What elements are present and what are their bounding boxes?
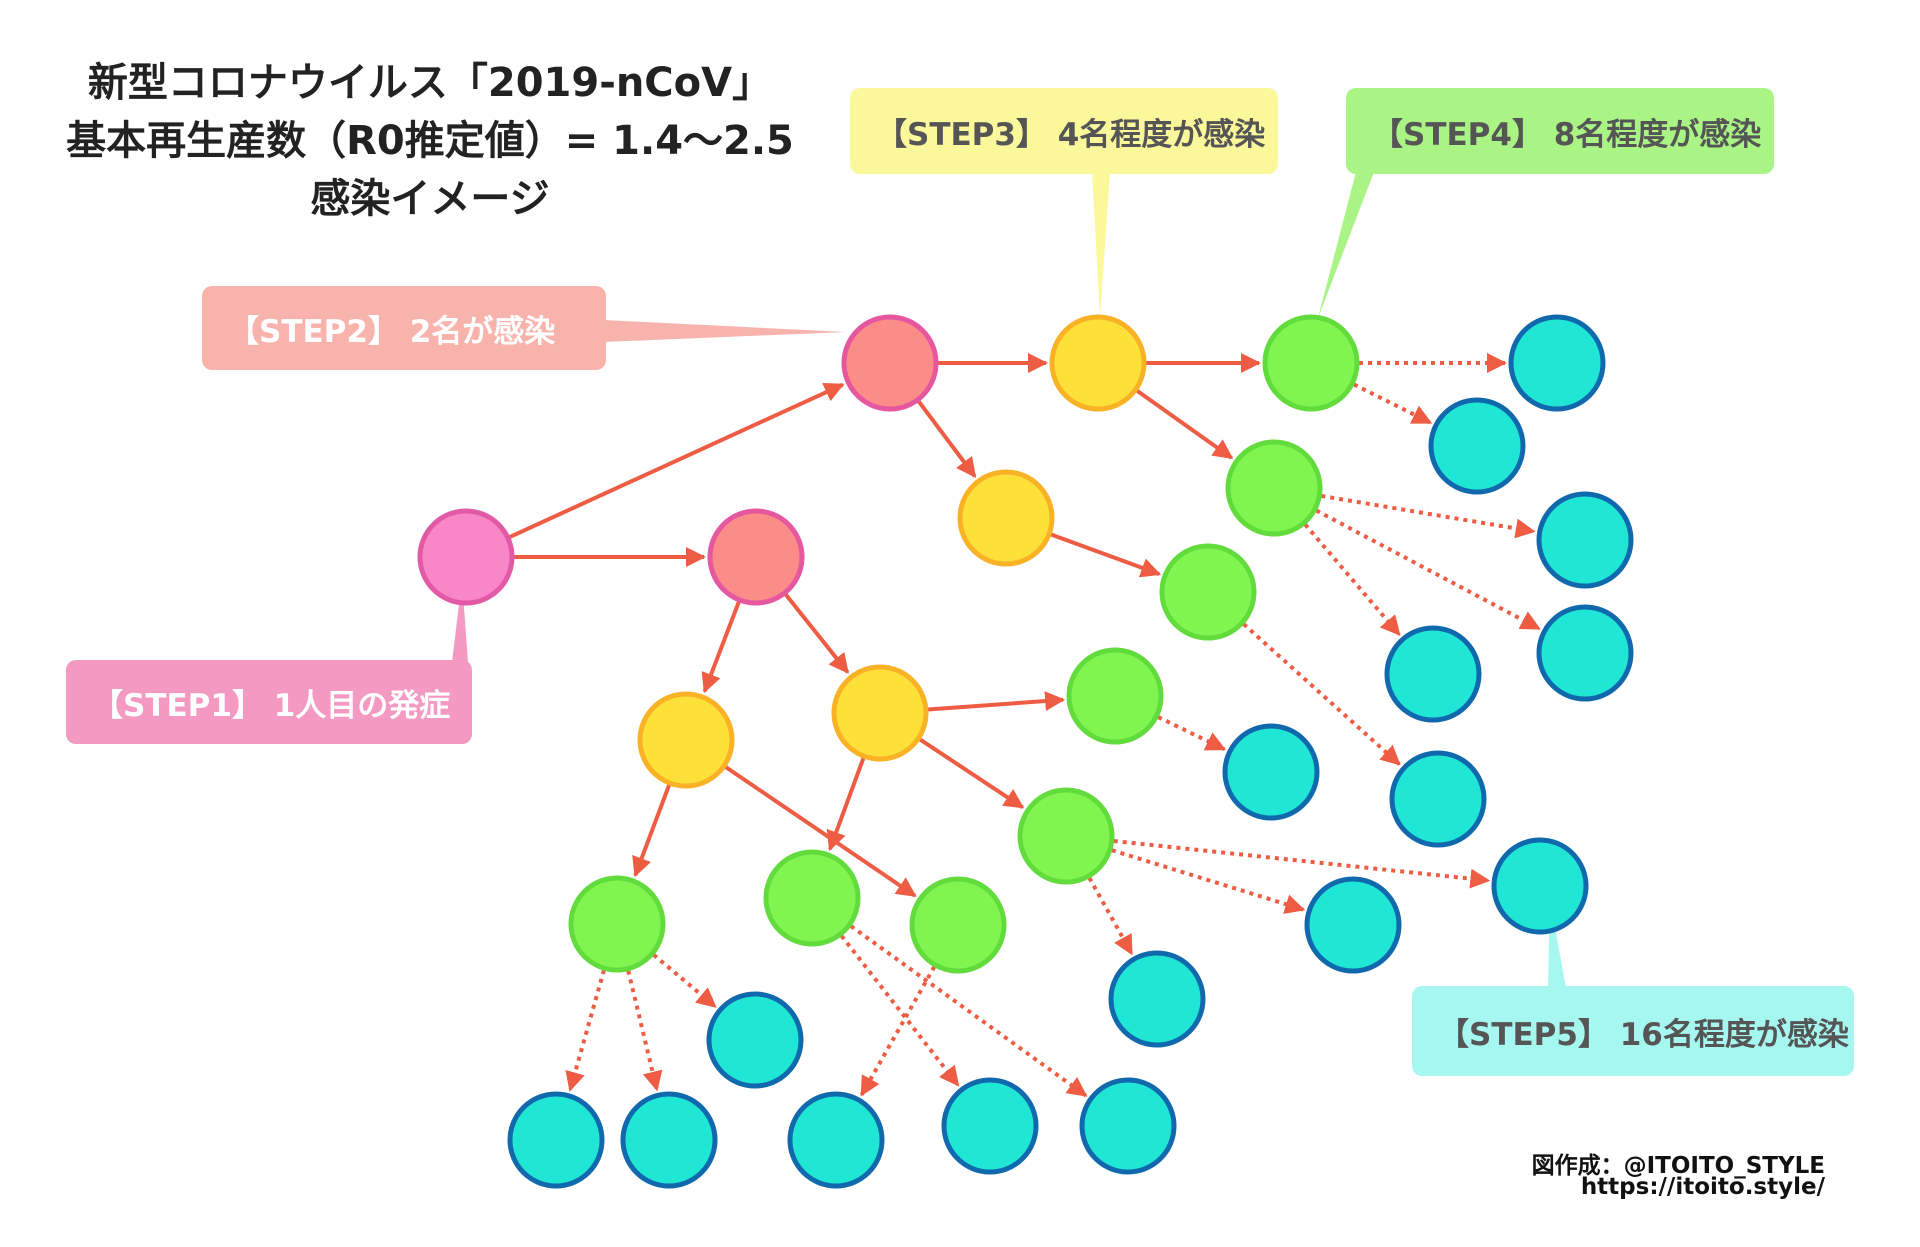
dotted-arrow-M-p13 <box>626 970 663 1092</box>
step3-callout: 【STEP3】 4名程度が感染 <box>850 88 1278 174</box>
step3-pointer <box>1092 172 1110 318</box>
person-node-step5 <box>1108 950 1206 1048</box>
dotted-arrow-N-p16 <box>849 924 1088 1098</box>
person-node-step4 <box>1262 314 1360 412</box>
arrow-F-M <box>632 784 672 878</box>
person-node-step5 <box>507 1091 605 1189</box>
person-node-step4 <box>568 875 666 973</box>
title-line-3: 感染イメージ <box>310 176 550 222</box>
arrow-G-K <box>927 691 1066 712</box>
arrow-G-L <box>918 737 1025 809</box>
step1-pointer <box>452 580 468 662</box>
step5-callout: 【STEP5】 16名程度が感染 <box>1412 986 1854 1076</box>
step4-callout: 【STEP4】 8名程度が感染 <box>1346 88 1774 174</box>
arrow-G-N <box>826 757 866 852</box>
dotted-arrow-L-p10 <box>1087 876 1134 956</box>
person-node-step1 <box>417 508 515 606</box>
arrow-C-F <box>701 601 741 694</box>
step2-pointer <box>604 320 846 342</box>
step4-pointer <box>1318 172 1374 318</box>
person-node-step5 <box>1079 1077 1177 1175</box>
person-node-step4 <box>1225 439 1323 537</box>
dotted-arrow-M-p12 <box>565 969 606 1092</box>
person-node-step4 <box>763 849 861 947</box>
arrow-F-O <box>724 765 917 898</box>
dotted-arrow-I-p3 <box>1321 493 1536 539</box>
person-node-step5 <box>1491 837 1589 935</box>
person-node-step2 <box>841 314 939 412</box>
arrow-C-G <box>784 593 850 674</box>
person-node-step5 <box>706 991 804 1089</box>
person-node-step3 <box>831 664 929 762</box>
dotted-arrow-J-p6 <box>1242 622 1401 766</box>
arrow-E-J <box>1050 532 1162 578</box>
arrow-B-E <box>917 400 977 478</box>
person-node-step5 <box>941 1077 1039 1175</box>
dotted-arrow-L-p9 <box>1111 848 1306 914</box>
step2-callout: 【STEP2】 2名が感染 <box>202 286 606 370</box>
person-node-step5 <box>1536 604 1634 702</box>
person-node-step3 <box>1049 314 1147 412</box>
person-node-step5 <box>620 1091 718 1189</box>
dotted-arrow-H-p2 <box>1353 382 1433 425</box>
person-node-step4 <box>1159 543 1257 641</box>
person-node-step5 <box>1389 750 1487 848</box>
person-node-step3 <box>637 691 735 789</box>
credit-url: https://itoito.style/ <box>1580 1174 1825 1200</box>
person-node-step3 <box>957 469 1055 567</box>
dotted-arrow-I-p5 <box>1303 523 1401 636</box>
person-node-step5 <box>787 1091 885 1189</box>
person-node-step5 <box>1304 876 1402 974</box>
person-node-step5 <box>1536 491 1634 589</box>
title-line-1: 新型コロナウイルス「2019-nCoV」 <box>87 60 773 106</box>
person-node-step5 <box>1508 314 1606 412</box>
dotted-arrow-K-p7 <box>1157 715 1227 752</box>
dotted-arrow-I-p4 <box>1315 508 1541 631</box>
person-node-step4 <box>909 876 1007 974</box>
person-node-step5 <box>1222 723 1320 821</box>
step1-callout: 【STEP1】 1人目の発症 <box>66 660 472 744</box>
person-node-step2 <box>707 508 805 606</box>
title-line-2: 基本再生産数（R0推定値）= 1.4〜2.5 <box>66 118 794 164</box>
dotted-arrow-M-p11 <box>652 953 717 1009</box>
person-node-step4 <box>1066 647 1164 745</box>
person-node-step5 <box>1428 397 1526 495</box>
arrow-A-B <box>508 382 845 539</box>
dotted-arrow-O-p14 <box>859 965 937 1097</box>
person-node-step4 <box>1017 787 1115 885</box>
credit-author: 図作成：@ITOITO_STYLE <box>1531 1153 1825 1179</box>
arrow-D-I <box>1135 389 1234 460</box>
person-node-step5 <box>1384 625 1482 723</box>
